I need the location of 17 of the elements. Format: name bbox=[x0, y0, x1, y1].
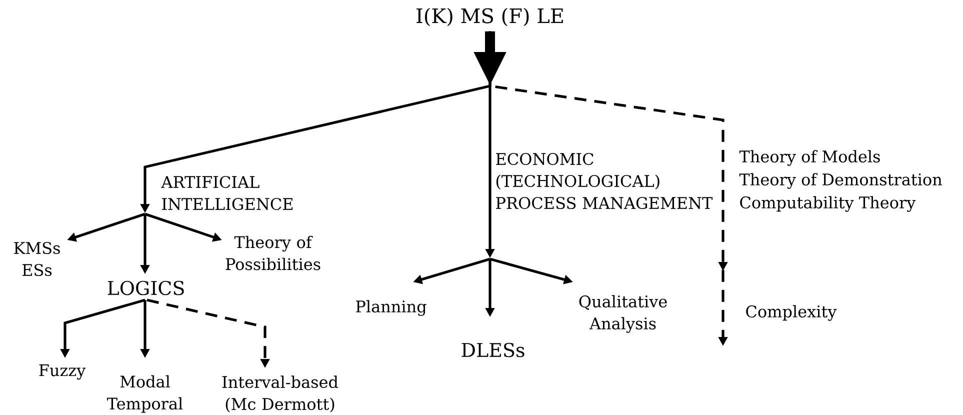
leaf-label: Interval-based (Mc Dermott) bbox=[222, 376, 338, 412]
leaf-label: Planning bbox=[356, 300, 426, 316]
list-item: KMSs bbox=[14, 242, 60, 254]
branch-label: ARTIFICIAL INTELLIGENCE bbox=[161, 176, 293, 210]
heading-label: DLESs bbox=[462, 342, 524, 358]
list-item: ESs bbox=[22, 264, 52, 276]
leaf-label: Theory of Possibilities bbox=[226, 236, 320, 270]
branch-label: ECONOMIC (TECHNOLOGICAL) PROCESS MANAGEMENT bbox=[496, 152, 713, 210]
leaf-label: Fuzzy bbox=[39, 364, 86, 380]
list-item: Theory of Demonstration bbox=[739, 173, 942, 189]
list-item: Computability Theory bbox=[740, 196, 916, 212]
leaf-label: Qualitative Analysis bbox=[579, 295, 667, 333]
leaf-label: Complexity bbox=[746, 305, 837, 321]
list-item: Theory of Models bbox=[739, 150, 880, 166]
leaf-label: Modal Temporal bbox=[107, 375, 183, 413]
root-label: I(K) MS (F) LE bbox=[416, 8, 563, 26]
heading-label: LOGICS bbox=[108, 280, 184, 296]
